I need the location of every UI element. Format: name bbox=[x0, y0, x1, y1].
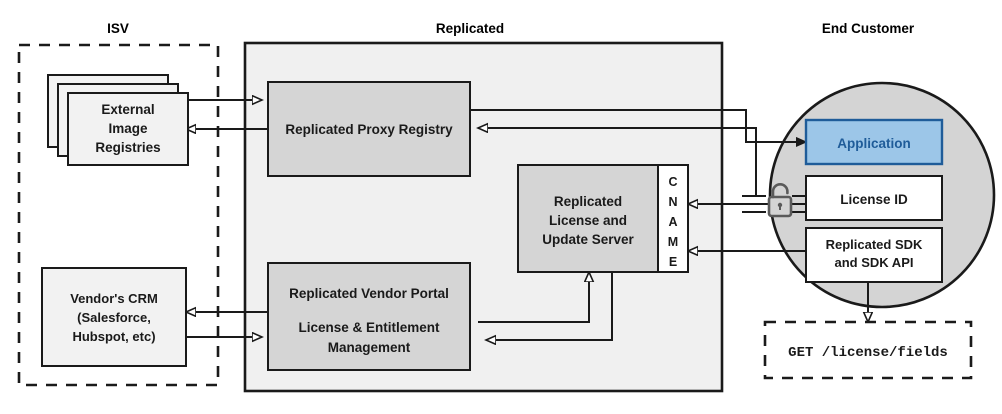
padlock-connectors bbox=[742, 195, 806, 213]
proxy-registry-label: Replicated Proxy Registry bbox=[285, 122, 453, 137]
cname-letter-1: C bbox=[668, 175, 677, 189]
license-id-label: License ID bbox=[840, 192, 908, 207]
cname-letter-3: A bbox=[668, 215, 677, 229]
vendor-crm-line-1: Vendor's CRM bbox=[70, 291, 158, 306]
node-vendor-crm[interactable]: Vendor's CRM (Salesforce, Hubspot, etc) bbox=[41, 267, 187, 367]
isv-boundary bbox=[17, 43, 220, 387]
vendor-portal-line-3: License & Entitlement bbox=[298, 320, 440, 335]
external-registries-line-2: Image bbox=[108, 121, 148, 136]
zone-title-end-customer: End Customer bbox=[822, 21, 915, 36]
edge-application-to-proxy bbox=[478, 128, 757, 196]
external-registries-line-1: External bbox=[101, 102, 154, 117]
edge-license-server-to-portal bbox=[486, 272, 613, 340]
replicated-sdk-line-1: Replicated SDK bbox=[826, 237, 923, 252]
node-replicated-vendor-portal[interactable]: Replicated Vendor Portal License & Entit… bbox=[267, 262, 471, 371]
replicated-sdk-line-2: and SDK API bbox=[835, 255, 914, 270]
node-license-id[interactable]: License ID bbox=[805, 175, 943, 221]
cname-letter-2: N bbox=[668, 195, 677, 209]
license-server-line-3: Update Server bbox=[542, 232, 634, 247]
cname-letter-5: E bbox=[669, 255, 677, 269]
node-api-request[interactable]: GET /license/fields bbox=[763, 320, 973, 380]
vendor-portal-line-4: Management bbox=[328, 340, 411, 355]
zone-title-replicated: Replicated bbox=[436, 21, 504, 36]
license-server-line-2: License and bbox=[549, 213, 627, 228]
vendor-portal-line-1: Replicated Vendor Portal bbox=[289, 286, 449, 301]
edge-proxy-to-application bbox=[470, 109, 806, 142]
node-license-and-update-server[interactable]: Replicated License and Update Server bbox=[517, 164, 659, 273]
edge-portal-to-license-server bbox=[478, 272, 589, 323]
application-label: Application bbox=[837, 136, 911, 151]
vendor-crm-line-2: (Salesforce, bbox=[77, 310, 151, 325]
unlock-icon bbox=[767, 183, 793, 218]
node-cname-strip[interactable]: C N A M E bbox=[657, 164, 689, 273]
vendor-crm-line-3: Hubspot, etc) bbox=[72, 329, 155, 344]
node-replicated-sdk[interactable]: Replicated SDK and SDK API bbox=[805, 227, 943, 283]
cname-letter-4: M bbox=[668, 235, 678, 249]
license-server-line-1: Replicated bbox=[554, 194, 622, 209]
node-replicated-proxy-registry[interactable]: Replicated Proxy Registry bbox=[267, 81, 471, 177]
node-external-image-registries[interactable]: External Image Registries bbox=[47, 74, 189, 166]
api-request-label: GET /license/fields bbox=[788, 345, 948, 361]
external-registries-line-3: Registries bbox=[95, 140, 160, 155]
zone-title-isv: ISV bbox=[107, 21, 129, 36]
node-application[interactable]: Application bbox=[804, 118, 944, 166]
